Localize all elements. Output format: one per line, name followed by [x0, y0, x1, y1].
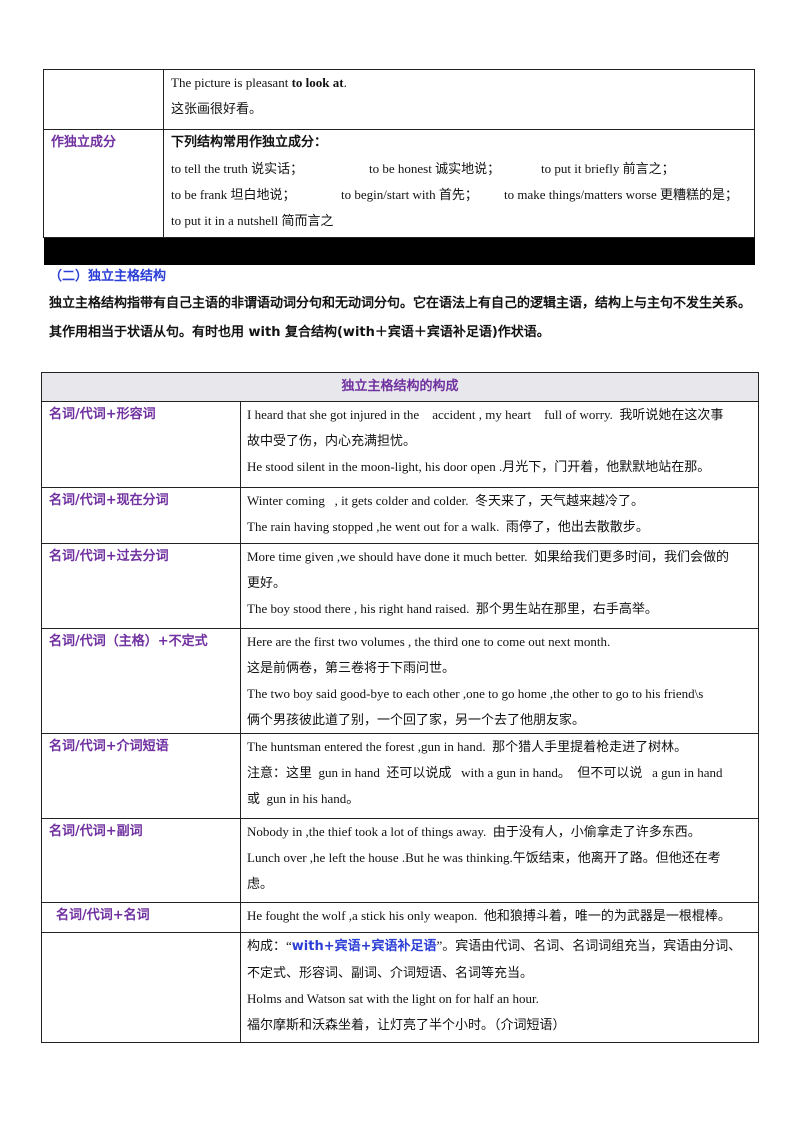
example-en: The picture is pleasant to look at. [171, 75, 347, 90]
table-row: 名词/代词+现在分词 Winter coming , it gets colder… [41, 487, 759, 544]
row-line: 福尔摩斯和沃森坐着，让灯亮了半个小时。（介词短语） [247, 1017, 566, 1032]
table-cell: The picture is pleasant to look at. 这张画很… [163, 69, 755, 130]
table-cell-empty [43, 69, 164, 130]
row-line: 不定式、形容词、副词、介词短语、名词等充当。 [247, 965, 534, 980]
row-line: Nobody in ,the thief took a lot of thing… [247, 824, 701, 839]
black-bar [44, 238, 755, 265]
section-title: （二）独立主格结构 [49, 269, 167, 284]
row-line: More time given ,we should have done it … [247, 549, 730, 564]
row-label: 名词/代词（主格）+不定式 [41, 628, 241, 734]
row-line: Lunch over ,he left the house .But he wa… [247, 850, 721, 865]
section-intro: 独立主格结构指带有自己主语的非谓语动词分句和无动词分句。它在语法上有自己的逻辑主… [49, 296, 752, 340]
table-row: 名词/代词+形容词 I heard that she got injured in… [41, 401, 759, 488]
table-header: 独立主格结构的构成 [41, 372, 759, 402]
table-row: 名词/代词+过去分词 More time given ,we should hav… [41, 543, 759, 629]
row-line: 虑。 [247, 876, 274, 891]
row-line: He stood silent in the moon-light, his d… [247, 459, 711, 474]
row-line: 故中受了伤，内心充满担忧。 [247, 433, 417, 448]
row-label: 名词/代词+名词 [41, 902, 241, 933]
table-cell: Nobody in ,the thief took a lot of thing… [240, 818, 759, 903]
row-label [41, 932, 241, 1043]
row-label: 名词/代词+现在分词 [41, 487, 241, 544]
table-cell: Winter coming , it gets colder and colde… [240, 487, 759, 544]
row-line: The boy stood there , his right hand rai… [247, 601, 658, 616]
table-cell: The huntsman entered the forest ,gun in … [240, 733, 759, 819]
phrase-line: to be frank 坦白地说；to begin/start with 首先；… [171, 187, 738, 202]
phrase-line: to put it in a nutshell 简而言之 [171, 213, 334, 228]
row-line: Winter coming , it gets colder and colde… [247, 493, 644, 508]
table-cell: More time given ,we should have done it … [240, 543, 759, 629]
row-line: 或 gun in his hand。 [247, 791, 360, 806]
row-line: 注意：这里 gun in hand 还可以说成 with a gun in ha… [247, 765, 723, 780]
table-row: 构成：“with+宾语+宾语补足语”。宾语由代词、名词、名词词组充当，宾语由分词… [41, 932, 759, 1043]
row-line: 更好。 [247, 575, 287, 590]
row-line: 构成：“with+宾语+宾语补足语”。宾语由代词、名词、名词词组充当，宾语由分词… [247, 938, 742, 954]
row-line: The huntsman entered the forest ,gun in … [247, 739, 688, 754]
main-table: 独立主格结构的构成 名词/代词+形容词 I heard that she got … [41, 372, 759, 1043]
row-line: He fought the wolf ,a stick his only wea… [247, 908, 731, 923]
row-label: 名词/代词+过去分词 [41, 543, 241, 629]
table-row: The picture is pleasant to look at. 这张画很… [43, 69, 755, 130]
row-line: Here are the first two volumes , the thi… [247, 634, 611, 649]
table-row: 名词/代词+介词短语 The huntsman entered the fores… [41, 733, 759, 819]
row-line: Holms and Watson sat with the light on f… [247, 991, 539, 1006]
table-row: 名词/代词+名词 He fought the wolf ,a stick his … [41, 902, 759, 933]
table-row: 作独立成分 下列结构常用作独立成分： to tell the truth 说实话… [43, 129, 755, 238]
top-table: The picture is pleasant to look at. 这张画很… [43, 69, 755, 238]
table-row: 名词/代词（主格）+不定式 Here are the first two volu… [41, 628, 759, 734]
table-header-row: 独立主格结构的构成 [41, 372, 759, 402]
row-label: 作独立成分 [43, 129, 164, 238]
row-line: 俩个男孩彼此道了别，一个回了家，另一个去了他朋友家。 [247, 712, 586, 727]
row-label: 名词/代词+介词短语 [41, 733, 241, 819]
example-zh: 这张画很好看。 [171, 101, 263, 116]
row-line: I heard that she got injured in the acci… [247, 407, 724, 422]
table-cell: He fought the wolf ,a stick his only wea… [240, 902, 759, 933]
table-cell: 下列结构常用作独立成分： to tell the truth 说实话；to be… [163, 129, 755, 238]
row-label: 名词/代词+形容词 [41, 401, 241, 488]
row-label: 名词/代词+副词 [41, 818, 241, 903]
row-line: 这是前俩卷，第三卷将于下雨问世。 [247, 660, 456, 675]
table-cell: 构成：“with+宾语+宾语补足语”。宾语由代词、名词、名词词组充当，宾语由分词… [240, 932, 759, 1043]
row-heading: 下列结构常用作独立成分： [171, 135, 328, 150]
row-line: The rain having stopped ,he went out for… [247, 519, 649, 534]
table-body: 名词/代词+形容词 I heard that she got injured in… [41, 401, 759, 933]
row-line: The two boy said good-bye to each other … [247, 686, 704, 701]
table-cell: Here are the first two volumes , the thi… [240, 628, 759, 734]
table-row: 名词/代词+副词 Nobody in ,the thief took a lot … [41, 818, 759, 903]
table-cell: I heard that she got injured in the acci… [240, 401, 759, 488]
phrase-line: to tell the truth 说实话；to be honest 诚实地说；… [171, 161, 675, 176]
